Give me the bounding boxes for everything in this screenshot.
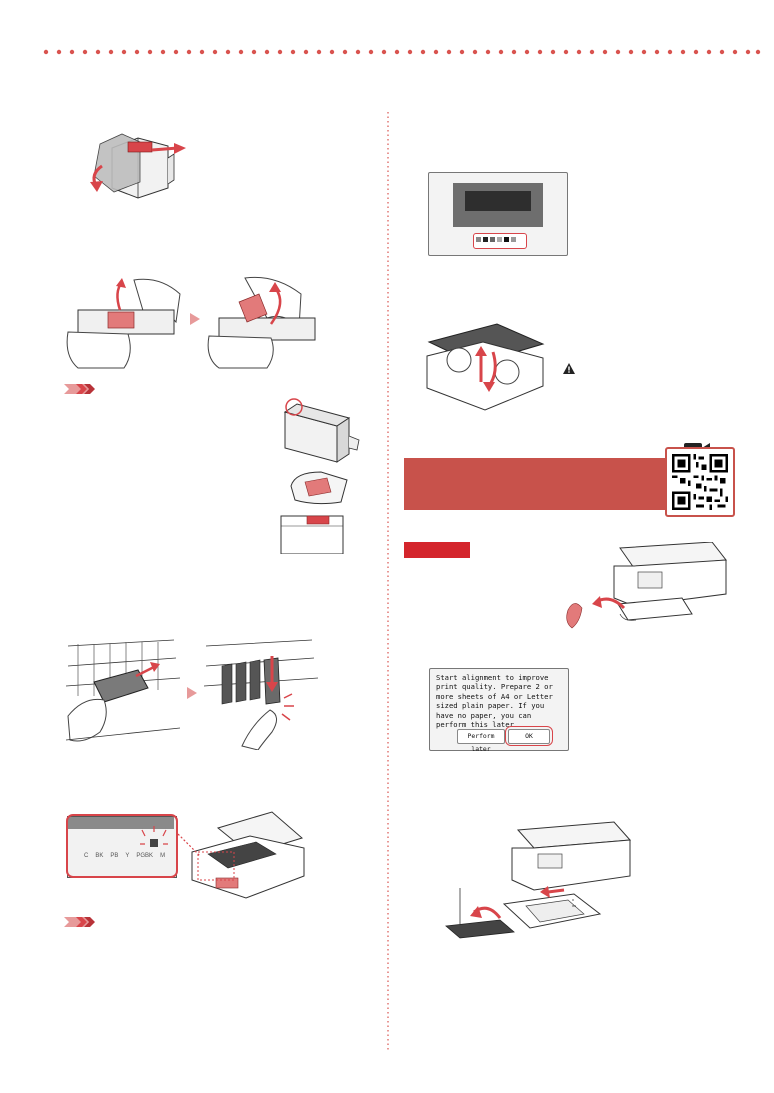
top-dotted-rule: [43, 49, 761, 55]
alignment-message-text: Start alignment to improve print quality…: [436, 673, 553, 730]
step-arrow-2: [187, 687, 197, 699]
alignment-message-screen: Start alignment to improve print quality…: [429, 668, 569, 753]
important-chevron-icon-2: [64, 917, 95, 927]
ok-button[interactable]: OK: [508, 729, 550, 744]
paper-cassette-illustration: [445, 821, 632, 939]
insert-ink-tank-step2: [203, 639, 319, 750]
ink-label-pb: PB: [110, 853, 119, 859]
perform-later-button[interactable]: Perform later: [457, 729, 505, 753]
ink-label-y: Y: [125, 853, 130, 859]
close-scanning-unit-illustration: [426, 323, 545, 411]
ink-tank-unwrap-illustration: [90, 133, 186, 199]
remove-orange-cap-step2: [207, 276, 316, 369]
ok-button-highlight: [505, 726, 553, 746]
qr-code[interactable]: [672, 454, 728, 510]
notice-badge: [404, 542, 470, 558]
orange-cap-illustration: [290, 471, 348, 505]
ink-label-m: M: [160, 853, 166, 859]
printer-open-illustration: [178, 811, 305, 899]
remove-orange-cap-step1: [66, 278, 181, 369]
important-chevron-icon: [64, 384, 95, 394]
ink-tank-side-illustration: [283, 398, 360, 463]
ink-label-pgbk: PGBK: [136, 853, 154, 859]
printer-paper-output-illustration: [566, 542, 727, 629]
ink-label-c: C: [84, 853, 89, 859]
step-arrow-1: [190, 313, 200, 325]
qr-code-frame[interactable]: [665, 447, 735, 517]
column-divider: [387, 112, 389, 1052]
ink-label-bk: BK: [95, 853, 104, 859]
ink-lamp-panel-closeup: C BK PB Y PGBK M: [67, 816, 177, 878]
warning-icon: [563, 363, 575, 374]
ink-status-screen: [428, 172, 568, 256]
ink-lamp-highlight: [66, 814, 178, 878]
tank-top-illustration: [280, 515, 344, 554]
section-banner: [404, 458, 666, 510]
insert-ink-tank-step1: [64, 636, 182, 750]
